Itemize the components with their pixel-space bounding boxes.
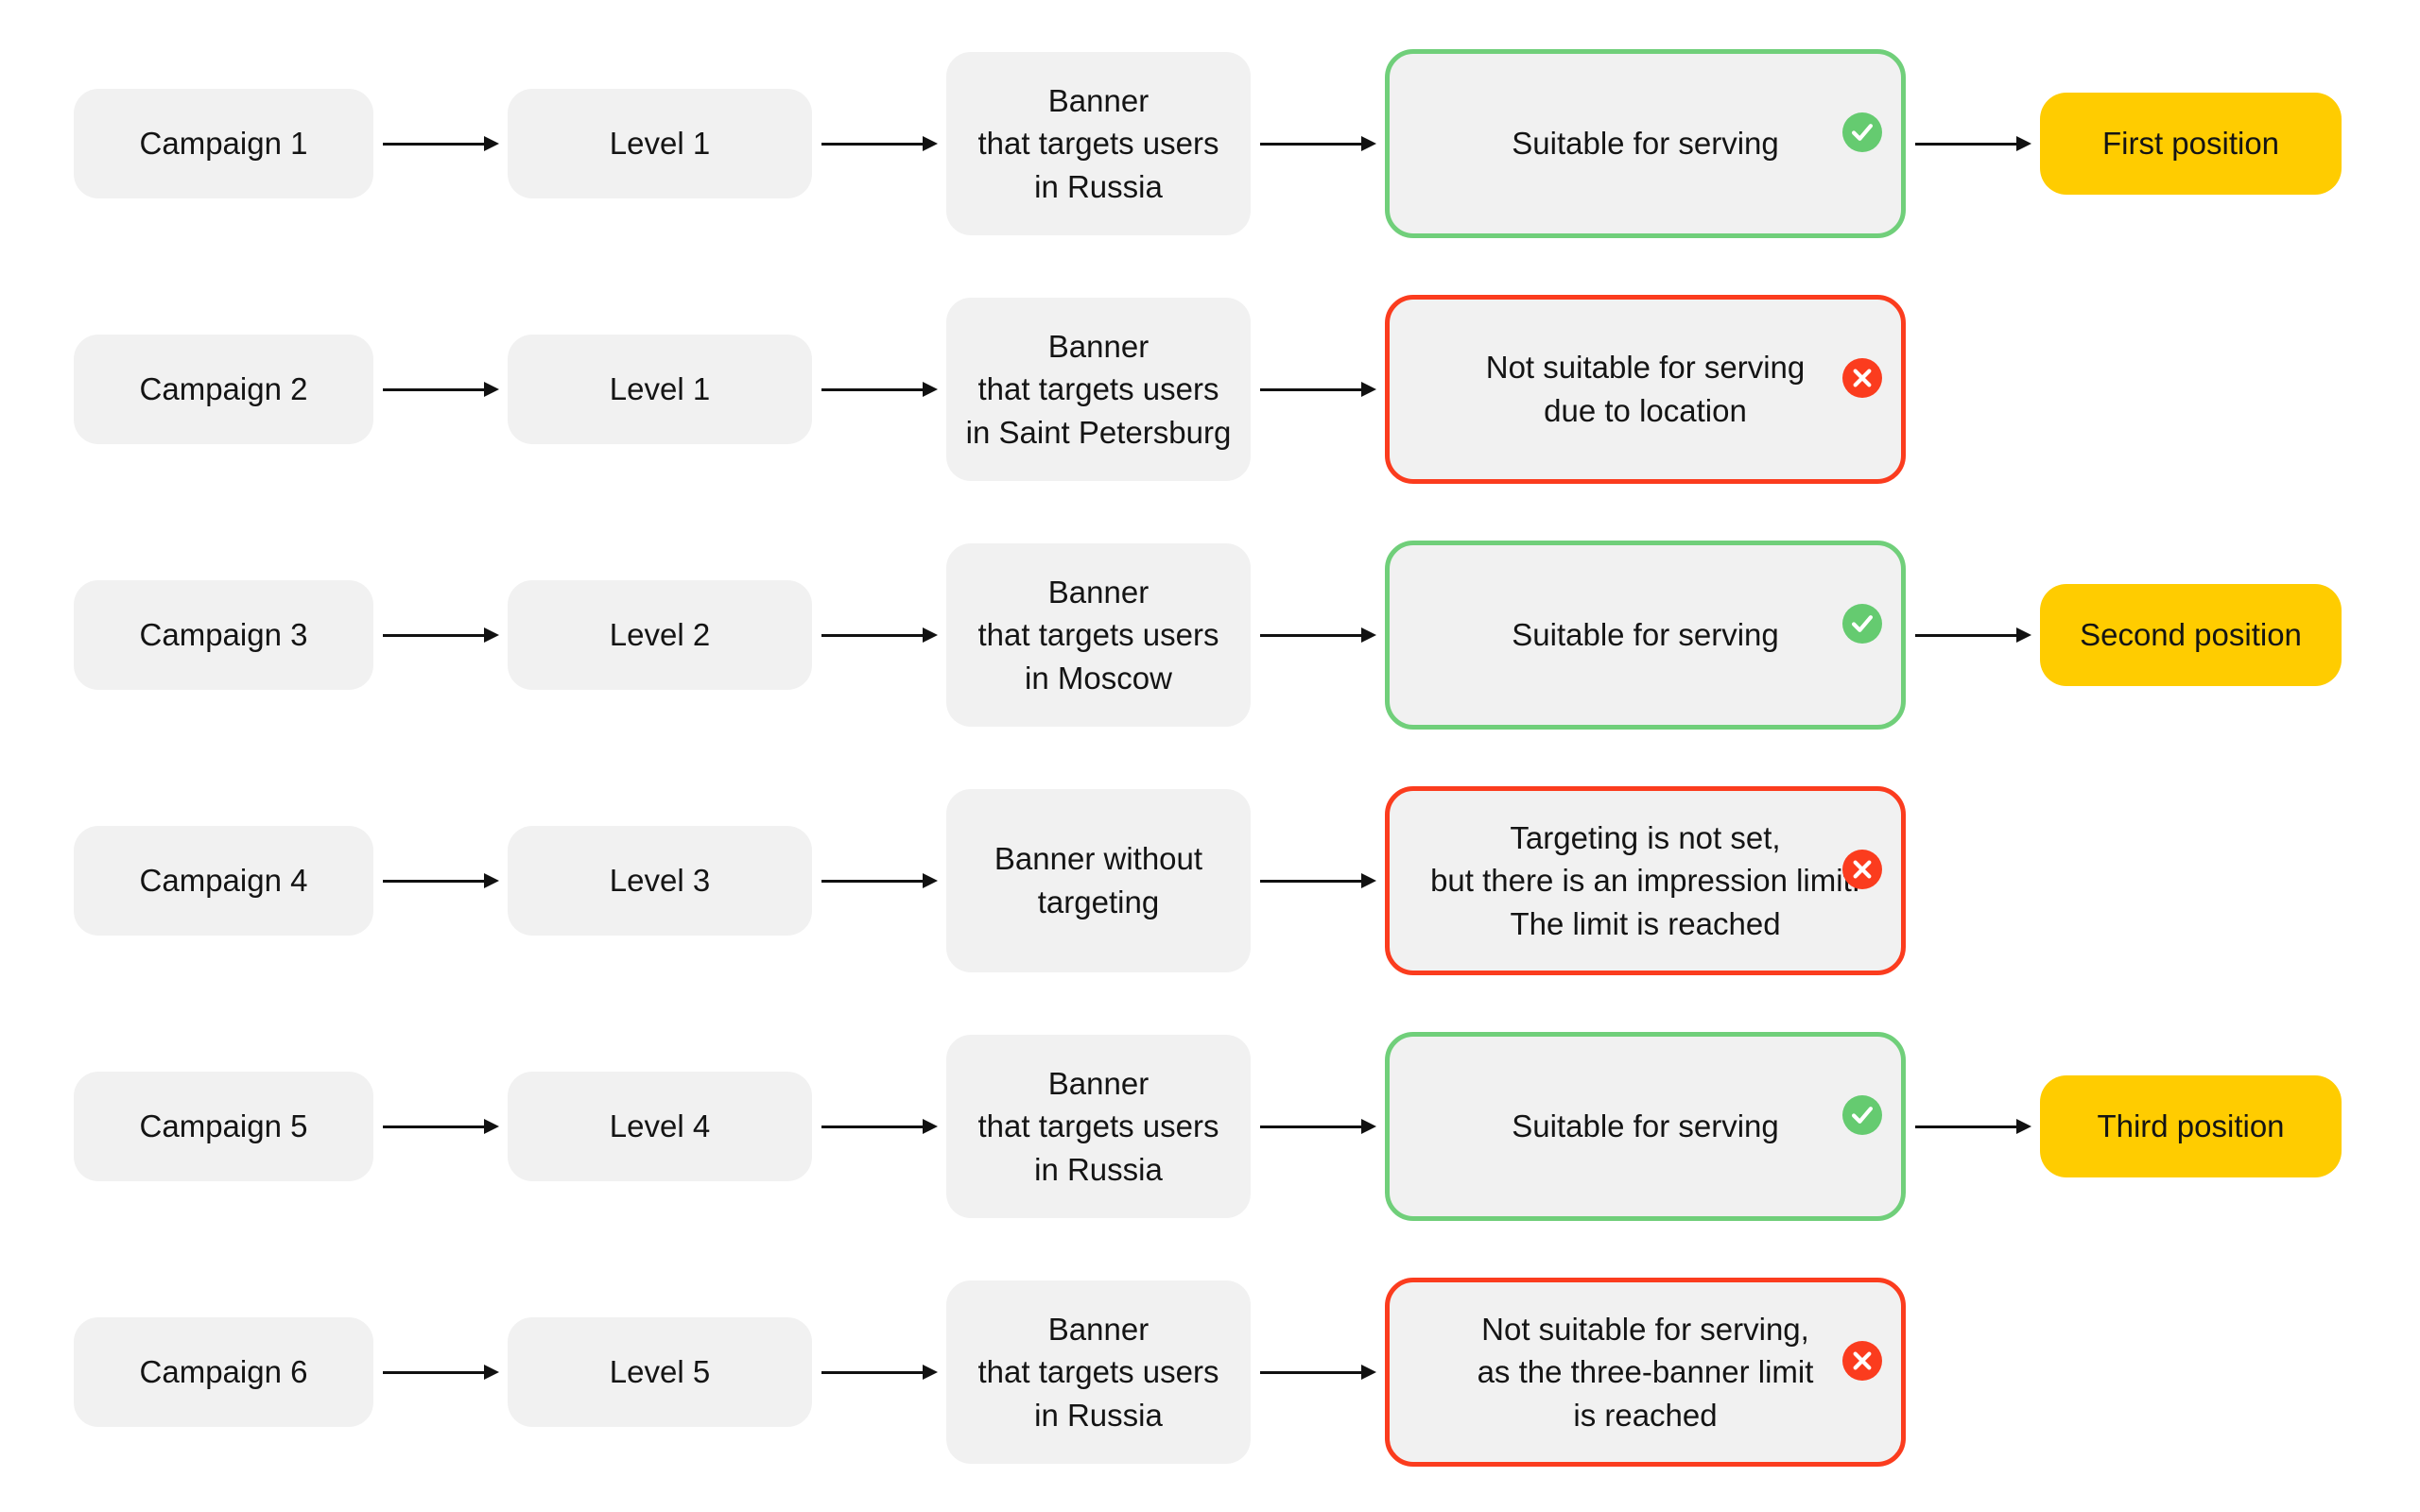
cross-icon bbox=[1842, 1297, 1882, 1381]
banner-box: Banner that targets users in Russia bbox=[946, 1035, 1251, 1218]
arrow-right-icon bbox=[812, 382, 946, 397]
status-label: Not suitable for serving due to location bbox=[1485, 350, 1806, 428]
campaign-box: Campaign 1 bbox=[74, 89, 373, 198]
arrow-right-icon bbox=[373, 382, 508, 397]
level-label: Level 2 bbox=[609, 617, 711, 653]
level-label: Level 1 bbox=[609, 371, 711, 407]
status-box: Suitable for serving bbox=[1385, 49, 1906, 238]
level-box: Level 2 bbox=[508, 580, 812, 690]
banner-box: Banner that targets users in Russia bbox=[946, 52, 1251, 235]
status-box: Suitable for serving bbox=[1385, 1032, 1906, 1221]
level-box: Level 5 bbox=[508, 1317, 812, 1427]
arrow-right-icon bbox=[812, 1365, 946, 1380]
campaign-box: Campaign 6 bbox=[74, 1317, 373, 1427]
banner-label: Banner that targets users in Saint Peter… bbox=[965, 328, 1232, 450]
flow-row: Campaign 2 Level 1 Banner that targets u… bbox=[74, 266, 2420, 512]
status-box: Targeting is not set, but there is an im… bbox=[1385, 786, 1906, 975]
banner-box: Banner that targets users in Moscow bbox=[946, 543, 1251, 727]
cross-icon bbox=[1842, 806, 1882, 889]
campaign-label: Campaign 4 bbox=[139, 863, 308, 899]
cross-icon bbox=[1842, 315, 1882, 398]
level-box: Level 3 bbox=[508, 826, 812, 936]
banner-box: Banner without targeting bbox=[946, 789, 1251, 972]
arrow-right-icon bbox=[812, 627, 946, 643]
status-box: Not suitable for serving due to location bbox=[1385, 295, 1906, 484]
check-icon bbox=[1842, 69, 1882, 152]
banner-label: Banner that targets users in Moscow bbox=[977, 574, 1219, 696]
arrow-right-icon bbox=[1251, 1365, 1385, 1380]
arrow-right-icon bbox=[373, 873, 508, 888]
arrow-right-icon bbox=[373, 1119, 508, 1134]
banner-label: Banner without targeting bbox=[994, 841, 1203, 919]
level-label: Level 4 bbox=[609, 1108, 711, 1144]
arrow-right-icon bbox=[1906, 136, 2040, 151]
banner-label: Banner that targets users in Russia bbox=[977, 1065, 1219, 1187]
banner-label: Banner that targets users in Russia bbox=[977, 82, 1219, 204]
status-label: Suitable for serving bbox=[1512, 126, 1779, 162]
status-label: Not suitable for serving, as the three-b… bbox=[1477, 1311, 1814, 1433]
status-box: Not suitable for serving, as the three-b… bbox=[1385, 1278, 1906, 1467]
status-label: Targeting is not set, but there is an im… bbox=[1430, 819, 1860, 941]
arrow-right-icon bbox=[812, 136, 946, 151]
flow-row: Campaign 4 Level 3 Banner without target… bbox=[74, 758, 2420, 1004]
arrow-right-icon bbox=[1251, 873, 1385, 888]
check-icon bbox=[1842, 560, 1882, 644]
position-box: First position bbox=[2040, 93, 2342, 195]
arrow-right-icon bbox=[1251, 1119, 1385, 1134]
banner-box: Banner that targets users in Saint Peter… bbox=[946, 298, 1251, 481]
campaign-label: Campaign 6 bbox=[139, 1354, 308, 1390]
position-box: Third position bbox=[2040, 1075, 2342, 1177]
flow-row: Campaign 6 Level 5 Banner that targets u… bbox=[74, 1249, 2420, 1495]
level-box: Level 4 bbox=[508, 1072, 812, 1181]
campaign-box: Campaign 2 bbox=[74, 335, 373, 444]
arrow-right-icon bbox=[812, 1119, 946, 1134]
level-label: Level 5 bbox=[609, 1354, 711, 1390]
arrow-right-icon bbox=[373, 1365, 508, 1380]
position-label: Second position bbox=[2080, 617, 2302, 653]
position-label: First position bbox=[2101, 126, 2280, 162]
position-box: Second position bbox=[2040, 584, 2342, 686]
status-label: Suitable for serving bbox=[1512, 1108, 1779, 1144]
banner-label: Banner that targets users in Russia bbox=[977, 1311, 1219, 1433]
status-box: Suitable for serving bbox=[1385, 541, 1906, 730]
campaign-box: Campaign 4 bbox=[74, 826, 373, 936]
level-label: Level 1 bbox=[609, 126, 711, 162]
banner-box: Banner that targets users in Russia bbox=[946, 1280, 1251, 1464]
arrow-right-icon bbox=[812, 873, 946, 888]
flow-row: Campaign 5 Level 4 Banner that targets u… bbox=[74, 1004, 2420, 1249]
campaign-label: Campaign 5 bbox=[139, 1108, 308, 1144]
flow-row: Campaign 1 Level 1 Banner that targets u… bbox=[74, 21, 2420, 266]
campaign-label: Campaign 3 bbox=[139, 617, 308, 653]
arrow-right-icon bbox=[373, 136, 508, 151]
flow-row: Campaign 3 Level 2 Banner that targets u… bbox=[74, 512, 2420, 758]
level-box: Level 1 bbox=[508, 89, 812, 198]
arrow-right-icon bbox=[1906, 627, 2040, 643]
arrow-right-icon bbox=[373, 627, 508, 643]
level-box: Level 1 bbox=[508, 335, 812, 444]
arrow-right-icon bbox=[1251, 136, 1385, 151]
status-label: Suitable for serving bbox=[1512, 617, 1779, 653]
level-label: Level 3 bbox=[609, 863, 711, 899]
arrow-right-icon bbox=[1251, 382, 1385, 397]
arrow-right-icon bbox=[1251, 627, 1385, 643]
campaign-label: Campaign 1 bbox=[139, 126, 308, 162]
campaign-box: Campaign 3 bbox=[74, 580, 373, 690]
arrow-right-icon bbox=[1906, 1119, 2040, 1134]
position-label: Third position bbox=[2097, 1108, 2285, 1144]
check-icon bbox=[1842, 1052, 1882, 1135]
campaign-box: Campaign 5 bbox=[74, 1072, 373, 1181]
campaign-label: Campaign 2 bbox=[139, 371, 308, 407]
